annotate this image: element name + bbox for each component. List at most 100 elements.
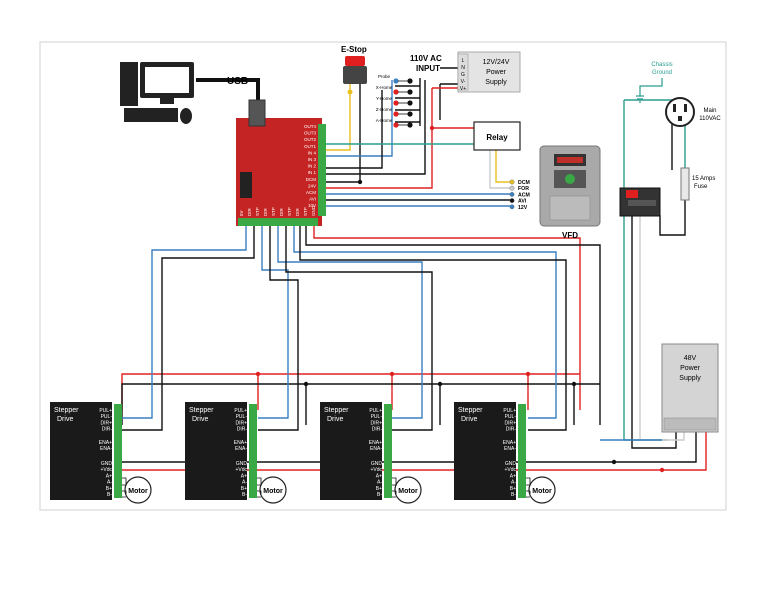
estop-button (345, 56, 365, 66)
drive-pin-label: DIR- (102, 427, 113, 433)
vfd-dial (565, 174, 575, 184)
psu-48v: 48V Power Supply (661, 343, 719, 433)
board-output-label: DCM (306, 177, 316, 182)
bus-5v (313, 226, 581, 410)
board-output-label: IN 1 (308, 170, 317, 175)
switch-label: A-Home (376, 118, 393, 123)
board-pin-label: STP (303, 207, 308, 216)
drive-body (454, 402, 516, 500)
drive-title-line1: Stepper (54, 407, 79, 414)
drive-pin-label: DIR- (237, 427, 248, 433)
drive-pin-label: B+ (106, 486, 112, 492)
dc-supply-line1: 12V/24V (483, 59, 510, 66)
board-pin-label: STP (255, 207, 260, 216)
vfd-terminal-dot (509, 204, 515, 210)
drive-pin-label: ENA+ (234, 440, 247, 446)
switch-bus-black (395, 78, 421, 126)
board-header (240, 172, 252, 198)
stepper-drive: StepperDrivePUL+PUL-DIR+DIR-ENA+ENA-GND+… (454, 402, 556, 504)
drive-pin-label: B- (242, 492, 247, 498)
power-switch-rocker (626, 190, 638, 198)
drive-pin-label: PUL+ (369, 408, 382, 414)
limit-switch-icon (393, 100, 399, 106)
vfd-terminal-dot (509, 179, 515, 185)
drive2-step (258, 226, 289, 419)
drive-pin-label: A+ (241, 473, 247, 479)
pc-screen (145, 67, 189, 93)
psu-48v-neg (122, 432, 697, 463)
chassis-line1: Chassis (651, 62, 672, 68)
board-pin-label: STP (287, 207, 292, 216)
switch-terminal-icon (407, 100, 413, 106)
fuse-to-switch (659, 200, 686, 236)
usb-connector (248, 99, 266, 127)
drive-pin-label: GND (505, 461, 517, 467)
fuse: 15 Amps Fuse (680, 167, 715, 201)
mains-line2: 110VAC (699, 116, 721, 122)
drive-pin-label: ENA- (235, 446, 247, 452)
drive-pin-label: B+ (241, 486, 247, 492)
drive3-step (277, 226, 423, 419)
psu-48v-pos (122, 432, 707, 471)
board-output-label: ACM (306, 190, 316, 195)
ac-terminal-label: G (461, 72, 465, 78)
drive-pin-label: ENA+ (99, 440, 112, 446)
fuse-line1: 15 Amps (692, 176, 715, 182)
switch-label: X-Home (376, 85, 393, 90)
psu-48v-line2: Power (680, 365, 701, 372)
drive-pin-label: PUL+ (503, 408, 516, 414)
ac-input-line1: 110V AC (410, 54, 442, 63)
drive-pin-label: PUL- (101, 414, 113, 420)
drive-terminal-strip (114, 404, 122, 498)
keyboard-icon (124, 108, 178, 122)
board-output-label: OUT4 (304, 124, 316, 129)
stepper-drive: StepperDrivePUL+PUL-DIR+DIR-ENA+ENA-GND+… (185, 402, 287, 504)
vfd-terminal-label: ACM (518, 192, 530, 198)
switch-label: Z-Home (376, 107, 393, 112)
ground-symbol-icon (636, 78, 663, 103)
drive-pin-label: DIR+ (235, 420, 247, 426)
computer (120, 62, 194, 124)
drive-pin-label: B- (107, 492, 112, 498)
board-pin-label: DIR (279, 208, 284, 217)
drive3-dir (285, 226, 433, 431)
ac-terminal-label: V+ (460, 86, 466, 92)
drive-terminal-strip (384, 404, 392, 498)
bus-gnd-drops (305, 384, 575, 425)
limit-switch-icon (393, 111, 399, 117)
mouse-icon (180, 108, 192, 124)
drive-body (320, 402, 382, 500)
drive-pin-label: ENA- (504, 446, 516, 452)
drive-title-line2: Drive (327, 416, 343, 423)
board-output-label: IN 2 (308, 164, 317, 169)
drive-pin-label: ENA+ (503, 440, 516, 446)
vfd-terminal-dot (509, 185, 515, 191)
board-output-label: IN 3 (308, 157, 317, 162)
dc-supply-pos (322, 87, 458, 189)
switch-terminal-icon (407, 89, 413, 95)
drive-title-line1: Stepper (189, 407, 214, 414)
drive-title-line2: Drive (461, 416, 477, 423)
drive-pin-label: B- (511, 492, 516, 498)
estop-body (343, 66, 367, 84)
drive-terminal-strip (518, 404, 526, 498)
vfd-terminal-label: DCM (518, 180, 530, 186)
drive-pin-label: DIR+ (370, 420, 382, 426)
board-output-label: OUT3 (304, 131, 316, 136)
vfd-terminal-label: AVI (518, 199, 527, 205)
drive4-dir (299, 226, 567, 431)
motor-label: Motor (398, 488, 418, 495)
drive-pin-label: PUL+ (99, 408, 112, 414)
pc-tower (120, 62, 138, 106)
drive1-step (122, 226, 247, 419)
switch-terminal-icon (407, 78, 413, 84)
drive-pin-label: +Vdc (370, 467, 382, 473)
probe-wire (322, 80, 393, 157)
psu-48v-line3: Supply (679, 375, 701, 382)
switch-terminal-icon (407, 122, 413, 128)
drive-pin-label: +Vdc (504, 467, 516, 473)
limit-switch-icon (393, 89, 399, 95)
fuse-line2: Fuse (694, 184, 708, 190)
